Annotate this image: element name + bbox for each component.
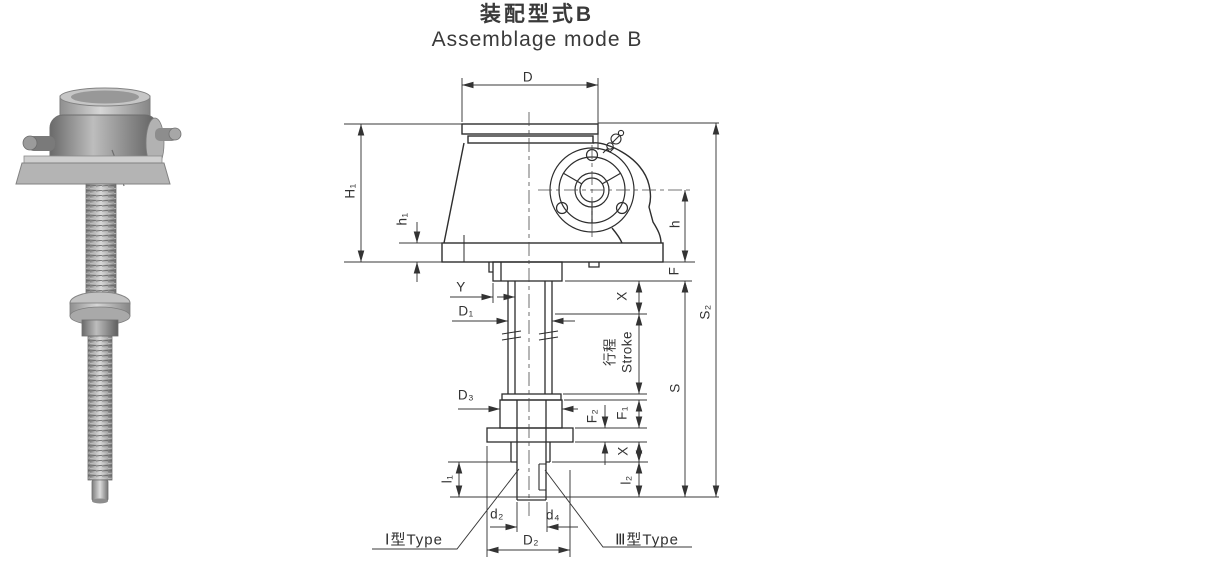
dim-label-S: S (667, 383, 683, 393)
drawing-title: 装配型式B Assemblage mode B (387, 2, 687, 52)
dim-label-D2: D₂ (523, 532, 539, 548)
type1-leader-line (372, 468, 520, 550)
label-type-3: Ⅲ型Type (615, 531, 679, 549)
dim-label-h1: h₁ (394, 212, 410, 226)
dim-label-F2: F₂ (584, 408, 600, 424)
jack-housing-outline (441, 123, 664, 263)
dim-label-Y: Y (456, 279, 466, 295)
label-type-1: Ⅰ型Type (385, 531, 443, 549)
dim-label-l2: l₂ (618, 475, 634, 485)
dim-label-stroke-en: Stroke (619, 330, 635, 374)
dim-label-S2: S₂ (697, 304, 713, 320)
dim-label-D1: D₁ (458, 303, 474, 319)
title-chinese: 装配型式B (479, 3, 595, 26)
grease-fitting-icon (602, 129, 625, 154)
dim-label-F: F (666, 266, 682, 276)
product-photo-illustration (15, 87, 182, 504)
dim-label-X-upper: X (614, 291, 630, 301)
lift-screw-assembly (486, 261, 600, 501)
dim-label-l1: l₁ (439, 474, 455, 484)
dim-label-d4: d₄ (545, 507, 561, 523)
title-english: Assemblage mode B (431, 28, 643, 51)
type3-leader-line (544, 469, 692, 548)
dim-label-D: D (522, 69, 534, 85)
dim-label-X-lower: X (615, 446, 631, 456)
dim-label-d2: d₂ (490, 506, 504, 522)
dimension-lines (344, 78, 720, 557)
centerlines (528, 112, 693, 518)
dim-label-H1: H₁ (342, 183, 358, 199)
dim-label-F1: F₁ (614, 406, 630, 420)
dim-label-D3: D₃ (457, 387, 475, 403)
dim-label-stroke-zh: 行程 (602, 338, 618, 366)
dim-label-h: h (667, 219, 683, 229)
